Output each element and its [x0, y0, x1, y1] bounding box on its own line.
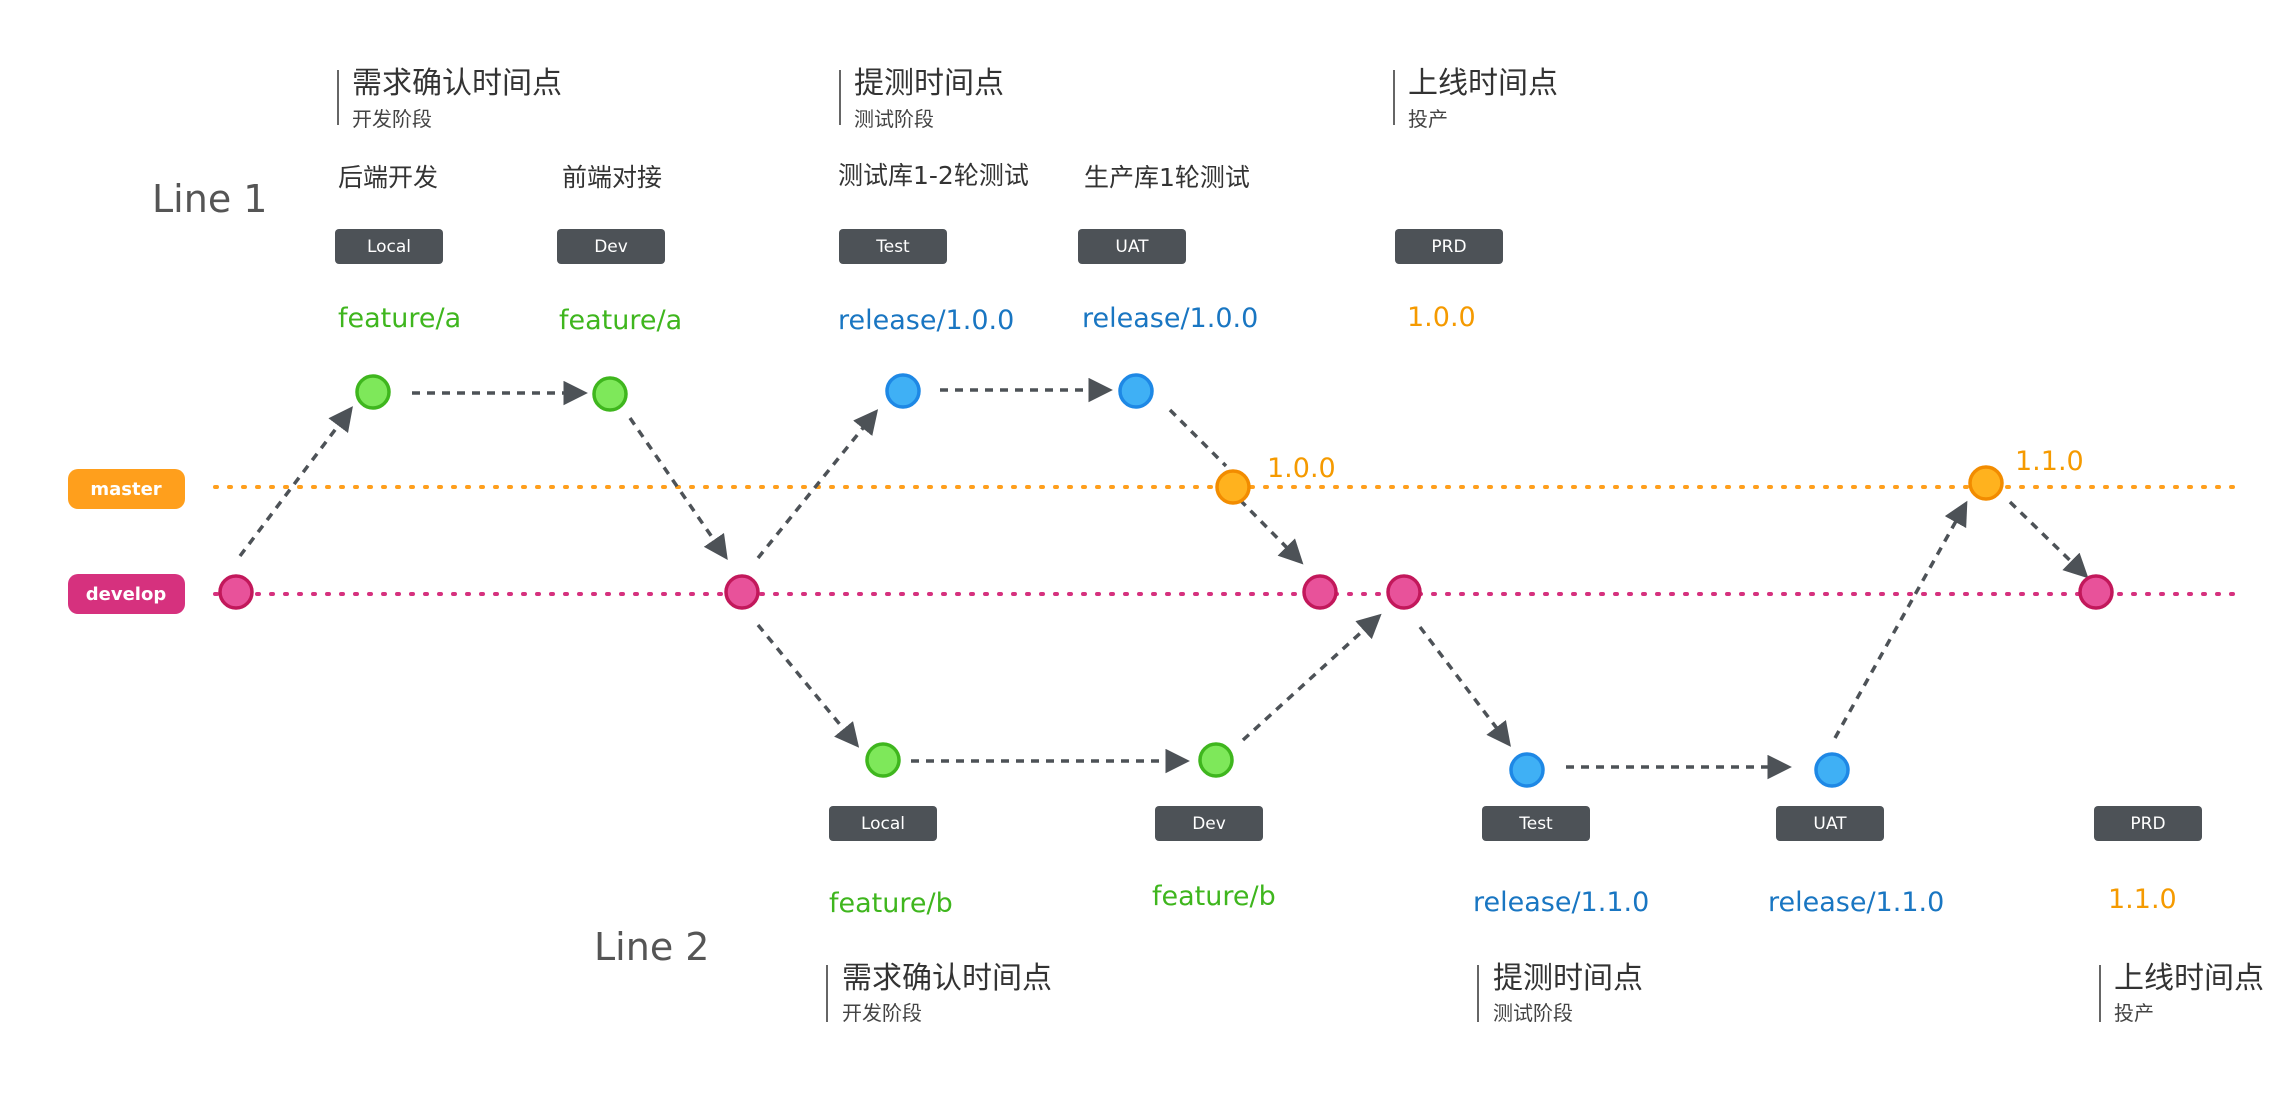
master-node-2: [1968, 465, 2004, 501]
arrow-feature-a-to-develop: [628, 417, 728, 561]
line1-label: Line 1: [152, 177, 267, 221]
line2-env-test: Test: [1482, 806, 1590, 841]
line1-env-local-label: Local: [367, 237, 411, 257]
arrow-develop-to-feature-a: [238, 406, 353, 558]
develop-node-2: [724, 574, 760, 610]
line1-phase3-title: 上线时间点: [1408, 66, 1558, 101]
line2-env-test-label: Test: [1518, 814, 1553, 834]
line1-task-3: 测试库1-2轮测试: [838, 161, 1029, 190]
feature-b-dev-node: [1198, 742, 1234, 778]
line2-branch-label-5: 1.1.0: [2108, 884, 2177, 915]
release-1-0-0-uat-node: [1118, 373, 1154, 409]
line1-phase2-sub: 测试阶段: [854, 107, 934, 131]
line2-branch-label-2: feature/b: [1152, 881, 1276, 912]
line2-phase3-sub: 投产: [2114, 1001, 2154, 1025]
line2-env-prd: PRD: [2094, 806, 2202, 841]
develop-node-4: [1386, 574, 1422, 610]
line1-branch-label-5: 1.0.0: [1407, 302, 1476, 333]
line2-phase1-title: 需求确认时间点: [842, 961, 1052, 996]
line1-env-test: Test: [839, 229, 947, 264]
release-1-0-0-test-node: [885, 373, 921, 409]
line2-env-prd-label: PRD: [2130, 814, 2165, 834]
line1-env-prd: PRD: [1395, 229, 1503, 264]
feature-a-dev-node: [592, 376, 628, 412]
line2-label: Line 2: [594, 925, 709, 969]
line1-phase1-title: 需求确认时间点: [352, 66, 562, 101]
line1-task-1: 后端开发: [338, 163, 438, 192]
master-pill-label: master: [90, 479, 161, 500]
line1-env-test-label: Test: [875, 237, 910, 257]
line1-env-prd-label: PRD: [1431, 237, 1466, 257]
line1-env-uat-label: UAT: [1115, 237, 1149, 257]
develop-node-1: [218, 574, 254, 610]
line2-phase2-sub: 测试阶段: [1493, 1001, 1573, 1025]
line2-env-uat-label: UAT: [1813, 814, 1847, 834]
line1-phase3-sub: 投产: [1408, 107, 1448, 131]
arrow-master-to-develop-2: [2008, 500, 2089, 579]
line1-branch-label-4: release/1.0.0: [1082, 303, 1258, 334]
line2-branch-label-4: release/1.1.0: [1768, 887, 1944, 918]
arrow-master-to-develop-1: [1238, 498, 1304, 565]
line2-env-dev-label: Dev: [1192, 814, 1226, 834]
line1-phase1-sub: 开发阶段: [352, 107, 432, 131]
arrow-release-1-0-0-to-master: [1168, 408, 1228, 468]
feature-a-local-node: [355, 374, 391, 410]
arrow-develop-to-release-1-1-0: [1418, 625, 1511, 747]
line1-env-local: Local: [335, 229, 443, 264]
arrow-develop-to-release-1-0-0: [756, 409, 879, 560]
release-1-1-0-test-node: [1509, 752, 1545, 788]
master-node-1: [1215, 469, 1251, 505]
develop-node-3: [1302, 574, 1338, 610]
arrow-release-1-1-0-to-master: [1833, 500, 1968, 739]
line1-task-2: 前端对接: [562, 163, 662, 192]
line2-env-local: Local: [829, 806, 937, 841]
line1-env-uat: UAT: [1078, 229, 1186, 264]
develop-pill-label: develop: [86, 584, 167, 605]
develop-node-5: [2078, 574, 2114, 610]
line2-phase1-sub: 开发阶段: [842, 1001, 922, 1025]
line1-branch-label-3: release/1.0.0: [838, 305, 1014, 336]
line2-env-local-label: Local: [861, 814, 905, 834]
arrow-feature-b-to-develop: [1241, 613, 1382, 742]
line2-env-uat: UAT: [1776, 806, 1884, 841]
line1-env-dev: Dev: [557, 229, 665, 264]
line2-branch-label-1: feature/b: [829, 888, 953, 919]
line1-phase2-title: 提测时间点: [854, 66, 1004, 101]
line1-task-4: 生产库1轮测试: [1084, 163, 1250, 192]
flow-arrows: [238, 377, 2089, 780]
line1-branch-label-2: feature/a: [559, 305, 682, 336]
master-tag-1: 1.0.0: [1267, 453, 1336, 484]
line1-env-dev-label: Dev: [594, 237, 628, 257]
develop-pill: develop: [68, 574, 185, 614]
feature-b-local-node: [865, 742, 901, 778]
master-pill: master: [68, 469, 185, 509]
line2-env-dev: Dev: [1155, 806, 1263, 841]
line2-phase2-title: 提测时间点: [1493, 961, 1643, 996]
line2-phase3-title: 上线时间点: [2114, 961, 2264, 996]
release-1-1-0-uat-node: [1814, 752, 1850, 788]
master-tag-2: 1.1.0: [2015, 446, 2084, 477]
arrow-develop-to-feature-b: [756, 623, 860, 748]
line2-branch-label-3: release/1.1.0: [1473, 887, 1649, 918]
line1-branch-label-1: feature/a: [338, 303, 461, 334]
